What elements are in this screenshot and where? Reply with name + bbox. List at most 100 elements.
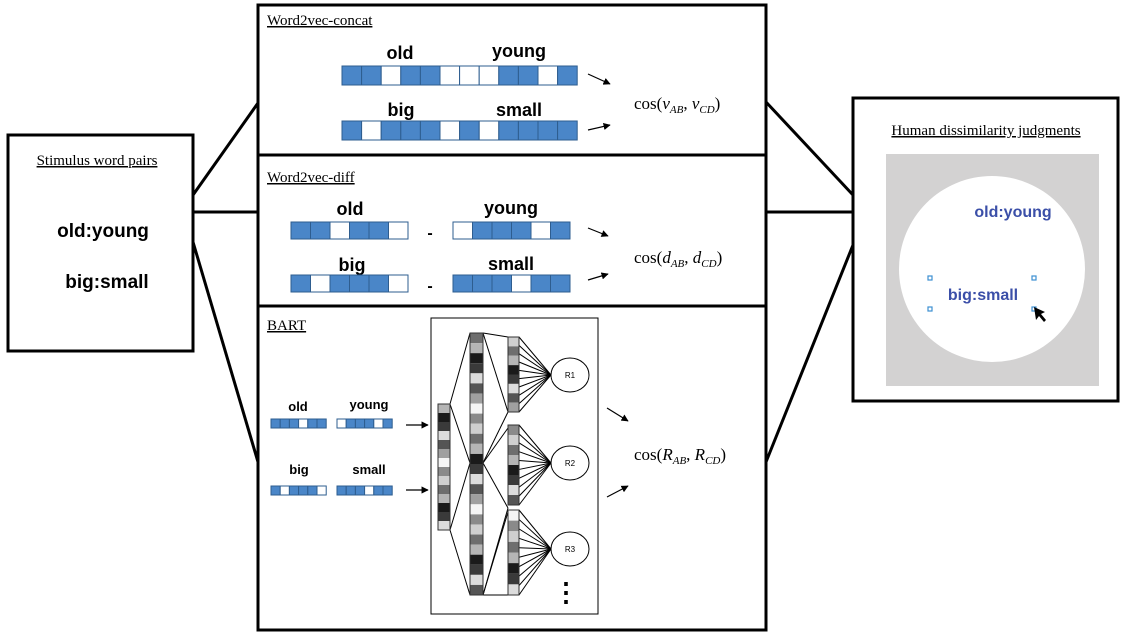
vector-cell — [530, 221, 551, 240]
vector-diff-old — [290, 221, 409, 240]
network-edge — [518, 374, 552, 396]
vector-cell — [361, 120, 382, 141]
layer-cell — [508, 365, 519, 375]
vector-cell — [349, 221, 370, 240]
vector-cell — [380, 65, 402, 86]
layer-cell — [438, 494, 450, 503]
vector-cell — [498, 65, 519, 86]
layer-cell — [470, 524, 483, 535]
vector-cell — [382, 485, 393, 496]
layer-cell — [508, 552, 519, 564]
vector-cell — [310, 274, 331, 293]
layer-cell — [470, 584, 483, 595]
network-edge — [482, 332, 509, 413]
vector-diff-big — [290, 274, 409, 293]
network-edge — [518, 548, 552, 596]
vector-cell — [298, 485, 309, 496]
layer-cell — [508, 531, 519, 542]
arena-label-big-small[interactable]: big:small — [948, 287, 1018, 304]
vector-cell — [439, 120, 461, 141]
diff-title: Word2vec-diff — [267, 170, 355, 186]
vector-cell — [419, 65, 441, 86]
vector-cell — [336, 418, 347, 429]
svg-text:cos(vAB, vCD): cos(vAB, vCD) — [634, 94, 720, 116]
layer-cell — [508, 425, 519, 435]
vector-diff-young — [452, 221, 571, 240]
vector-cell — [310, 221, 331, 240]
layer-cell — [508, 383, 519, 394]
network-edge — [449, 529, 471, 596]
network-edge — [518, 424, 552, 464]
vector-cell — [290, 221, 311, 240]
vector-bart-big — [270, 485, 327, 496]
layer-cell — [508, 402, 519, 412]
network-edge — [518, 361, 552, 376]
vector-cell — [270, 418, 281, 429]
vector-cell — [368, 274, 389, 293]
layer-cell — [470, 514, 483, 525]
network-edge — [518, 548, 552, 586]
layer-cell — [470, 433, 483, 444]
vector-cell — [517, 65, 539, 86]
vector-cell — [288, 485, 300, 496]
bart-word-big: big — [289, 462, 309, 477]
vector-cell — [364, 485, 375, 496]
layer-cell — [508, 355, 519, 366]
vector-bart-old — [270, 418, 327, 429]
cursor-arrow-icon — [1034, 307, 1046, 322]
vector-cell — [279, 485, 290, 496]
relation-node — [550, 531, 590, 567]
stimulus-pair-1: old:young — [57, 221, 149, 242]
vector-cell — [288, 418, 300, 429]
vector-cell — [380, 120, 402, 141]
layer-column — [507, 424, 520, 506]
layer-cell — [508, 337, 519, 347]
concat-title: Word2vec-concat — [267, 13, 373, 29]
layer-cell — [508, 573, 519, 585]
network-edge — [518, 462, 552, 488]
formula-diff: cos(dAB, dCD) — [634, 248, 722, 270]
network-edge — [518, 374, 552, 380]
human-panel: Human dissimilarity judgments old:young … — [851, 96, 1120, 403]
network-edge — [518, 528, 552, 550]
network-edge — [518, 462, 552, 497]
layer-cell — [508, 435, 519, 445]
layer-cell — [438, 422, 450, 431]
vector-cell — [557, 120, 578, 141]
layer-cell — [470, 494, 483, 505]
vector-cell — [517, 120, 539, 141]
vector-cell — [478, 65, 500, 86]
layer-cell — [438, 431, 450, 440]
layer-cell — [470, 504, 483, 515]
layer-cell — [470, 383, 483, 394]
layer-column — [437, 403, 451, 531]
vector-cell — [459, 65, 480, 86]
ellipsis-dots: ⋮ — [553, 577, 579, 607]
network-edge — [518, 519, 552, 550]
bart-word-young: young — [350, 397, 389, 412]
diff-word-small: small — [488, 254, 534, 274]
vector-cell — [537, 65, 559, 86]
concat-word-young: young — [492, 41, 546, 61]
vector-cell — [361, 65, 382, 86]
layer-cell — [508, 563, 519, 574]
vector-cell — [298, 418, 309, 429]
vector-concat-big-small — [341, 120, 578, 141]
network-edge — [518, 548, 552, 577]
vector-cell — [316, 485, 327, 496]
diff-word-young: young — [484, 198, 538, 218]
layer-cell — [470, 423, 483, 434]
layer-cell — [470, 413, 483, 424]
layer-cell — [508, 584, 519, 595]
concat-arrow-1 — [587, 73, 611, 85]
network-edge — [518, 374, 552, 405]
layer-cell — [438, 440, 450, 449]
svg-text:cos(RAB, RCD): cos(RAB, RCD) — [634, 445, 726, 467]
layer-cell — [508, 374, 519, 384]
vector-cell — [400, 120, 421, 141]
layer-cell — [470, 373, 483, 384]
network-edge — [518, 462, 552, 506]
network-edge — [482, 332, 509, 338]
layer-cell — [470, 353, 483, 364]
